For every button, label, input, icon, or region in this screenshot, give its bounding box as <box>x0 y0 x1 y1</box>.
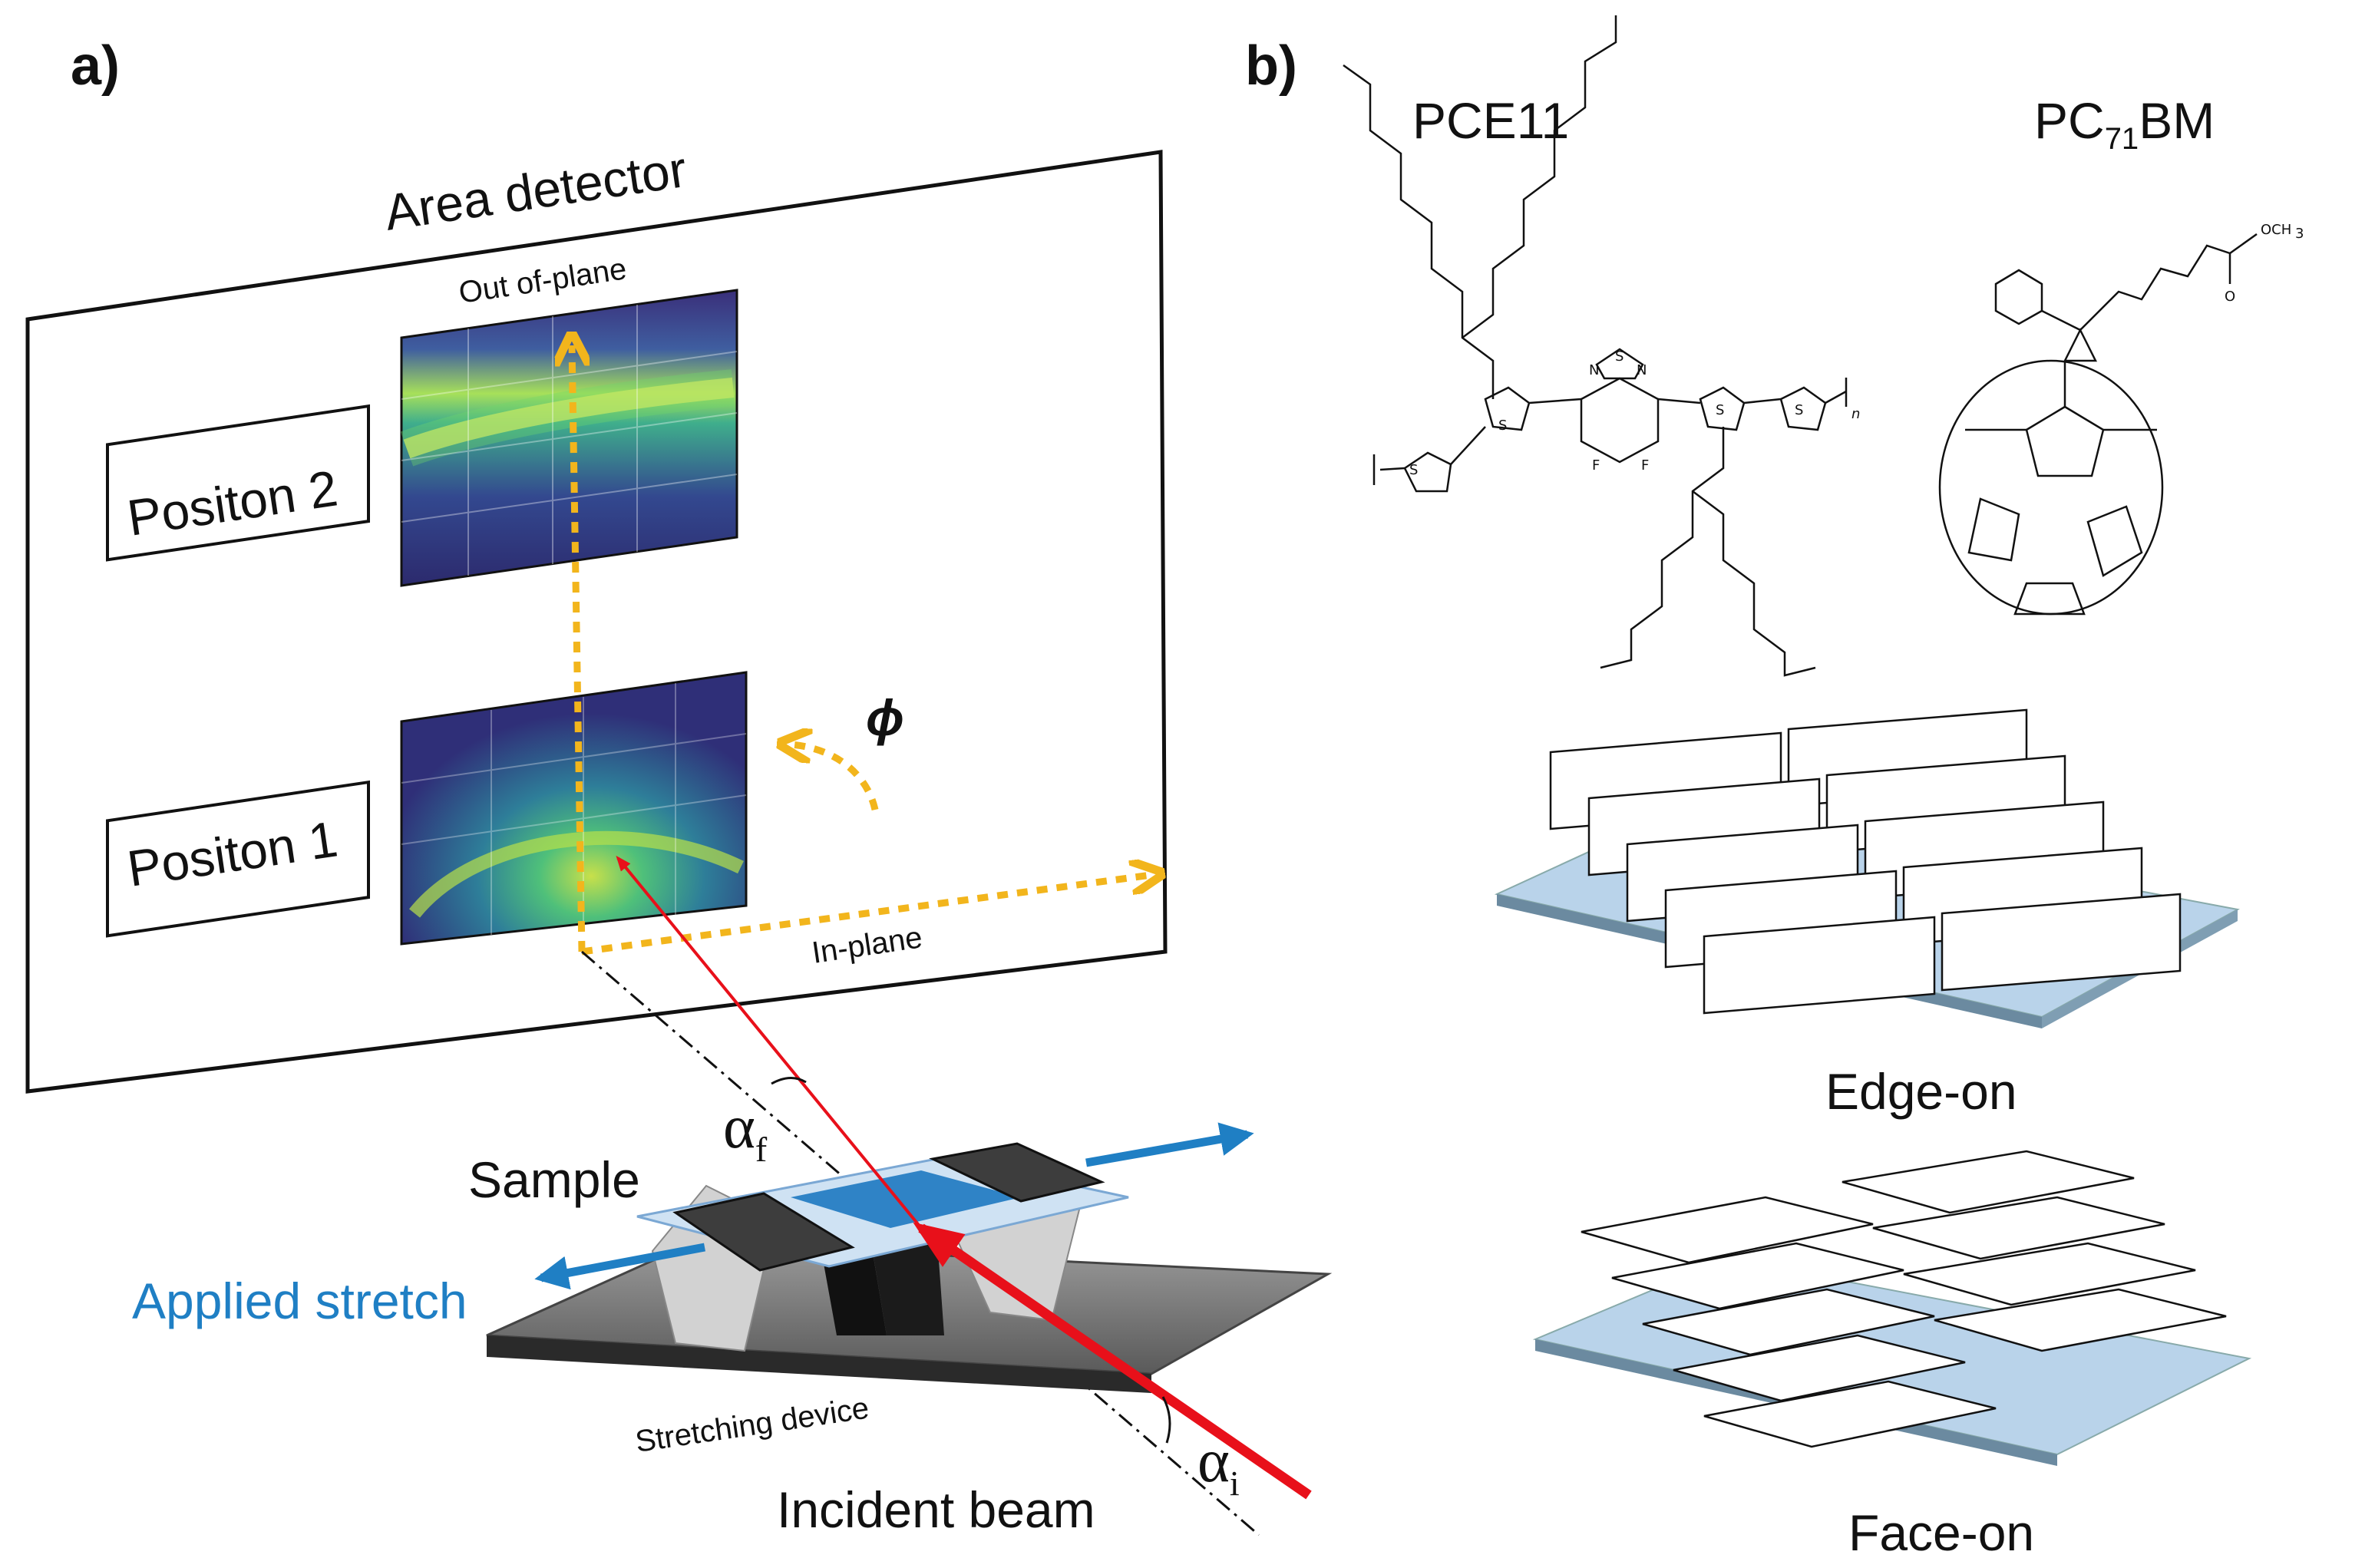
pc71bm-structure <box>1938 233 2258 616</box>
pce11-title: PCE11 <box>1412 92 1569 149</box>
stretch-arrow-left <box>534 1243 706 1290</box>
sample-film <box>791 1170 1021 1228</box>
svg-text:S: S <box>1498 418 1507 434</box>
phi-symbol: ϕ <box>866 689 904 746</box>
position-2-box <box>106 404 370 562</box>
alpha-i-arc <box>1161 1396 1171 1444</box>
in-plane-arrow <box>581 875 1151 956</box>
svg-text:S: S <box>1795 402 1803 418</box>
stretching-device-label: Stretching device <box>633 1391 871 1459</box>
pce11-structure <box>1343 15 1848 677</box>
reflected-beam <box>616 855 923 1230</box>
sample-assembly <box>636 1142 1129 1272</box>
svg-text:S: S <box>1716 402 1724 418</box>
stretch-arrow-right <box>1085 1122 1254 1167</box>
incident-beam-label: Incident beam <box>777 1481 1095 1538</box>
alpha-f-symbol: αf <box>723 1094 768 1169</box>
area-detector-plane <box>25 150 1168 1094</box>
pc71bm-atoms: OCH 3 O <box>2225 222 2304 305</box>
detector-image-position-2 <box>400 289 738 587</box>
face-on-diagram <box>1532 1150 2252 1466</box>
svg-text:N: N <box>1589 362 1599 378</box>
left-clamp <box>672 1192 855 1272</box>
svg-text:O: O <box>2225 289 2235 305</box>
pce11-atoms: S S S N N F F S S n <box>1409 348 1860 478</box>
area-detector-title: Area detector <box>381 140 690 241</box>
position-1-box <box>106 780 370 938</box>
pc71bm-title: PC71BM <box>2034 92 2215 156</box>
incident-beam <box>913 1222 1312 1500</box>
alpha-f-arc <box>771 1077 807 1085</box>
out-of-plane-arrow <box>572 345 582 952</box>
applied-stretch-label: Applied stretch <box>132 1273 467 1329</box>
sample-label: Sample <box>468 1151 640 1208</box>
svg-text:F: F <box>1592 457 1600 474</box>
svg-text:N: N <box>1637 362 1647 378</box>
svg-text:3: 3 <box>2295 226 2304 242</box>
panel-a-label: a) <box>71 35 120 97</box>
svg-text:F: F <box>1641 457 1649 474</box>
face-on-label: Face-on <box>1848 1504 2034 1561</box>
edge-on-diagram <box>1494 708 2240 1028</box>
alpha-i-symbol: αi <box>1197 1428 1240 1503</box>
reference-axis-line <box>581 950 1260 1537</box>
detector-image-position-1 <box>400 671 748 946</box>
svg-text:OCH: OCH <box>2261 222 2291 238</box>
edge-on-label: Edge-on <box>1825 1063 2017 1120</box>
svg-text:n: n <box>1851 406 1860 422</box>
svg-text:S: S <box>1615 348 1624 365</box>
right-clamp <box>929 1142 1105 1203</box>
panel-b-label: b) <box>1245 35 1297 97</box>
svg-text:S: S <box>1409 462 1418 478</box>
